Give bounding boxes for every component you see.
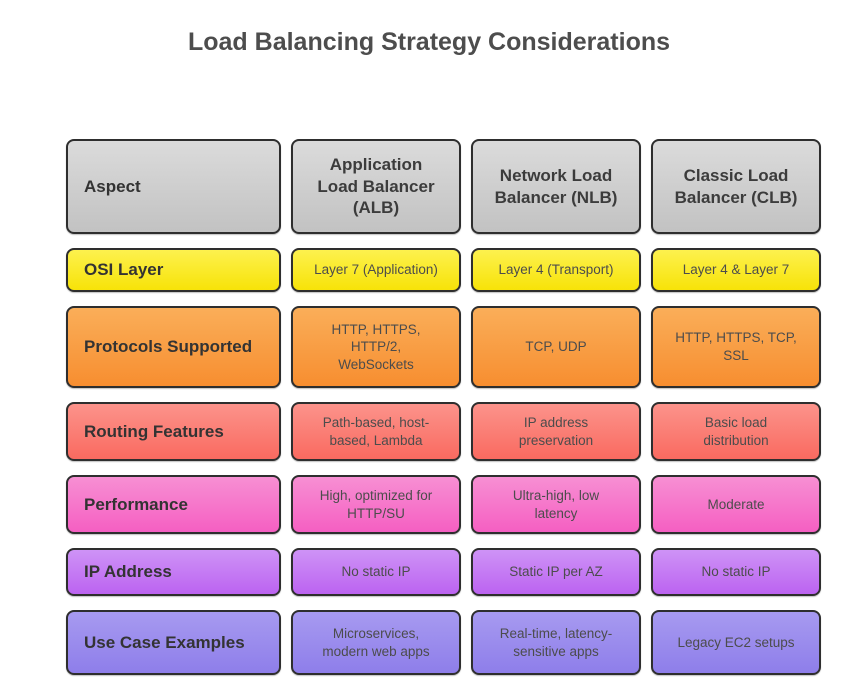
cell-ip-address-clb: No static IP: [651, 548, 821, 596]
row-label-protocols: Protocols Supported: [66, 306, 281, 388]
cell-routing-clb: Basic load distribution: [651, 402, 821, 461]
cell-ip-address-nlb: Static IP per AZ: [471, 548, 641, 596]
page-title: Load Balancing Strategy Considerations: [187, 28, 671, 56]
cell-performance-nlb: Ultra-high, low latency: [471, 475, 641, 534]
cell-osi-layer-nlb: Layer 4 (Transport): [471, 248, 641, 292]
cell-performance-alb: High, optimized for HTTP/SU: [291, 475, 461, 534]
header-aspect-cell: Aspect: [66, 139, 281, 234]
row-label-osi-layer: OSI Layer: [66, 248, 281, 292]
row-label-routing: Routing Features: [66, 402, 281, 461]
cell-use-case-nlb: Real-time, latency- sensitive apps: [471, 610, 641, 675]
row-label-ip-address: IP Address: [66, 548, 281, 596]
cell-osi-layer-alb: Layer 7 (Application): [291, 248, 461, 292]
header-nlb-cell: Network Load Balancer (NLB): [471, 139, 641, 234]
cell-routing-alb: Path-based, host- based, Lambda: [291, 402, 461, 461]
header-clb-cell: Classic Load Balancer (CLB): [651, 139, 821, 234]
cell-performance-clb: Moderate: [651, 475, 821, 534]
header-alb-cell: Application Load Balancer (ALB): [291, 139, 461, 234]
cell-protocols-clb: HTTP, HTTPS, TCP, SSL: [651, 306, 821, 388]
cell-use-case-alb: Microservices, modern web apps: [291, 610, 461, 675]
row-label-performance: Performance: [66, 475, 281, 534]
cell-osi-layer-clb: Layer 4 & Layer 7: [651, 248, 821, 292]
cell-protocols-nlb: TCP, UDP: [471, 306, 641, 388]
cell-protocols-alb: HTTP, HTTPS, HTTP/2, WebSockets: [291, 306, 461, 388]
comparison-table: Aspect Application Load Balancer (ALB) N…: [66, 139, 821, 675]
cell-use-case-clb: Legacy EC2 setups: [651, 610, 821, 675]
cell-routing-nlb: IP address preservation: [471, 402, 641, 461]
cell-ip-address-alb: No static IP: [291, 548, 461, 596]
row-label-use-case: Use Case Examples: [66, 610, 281, 675]
